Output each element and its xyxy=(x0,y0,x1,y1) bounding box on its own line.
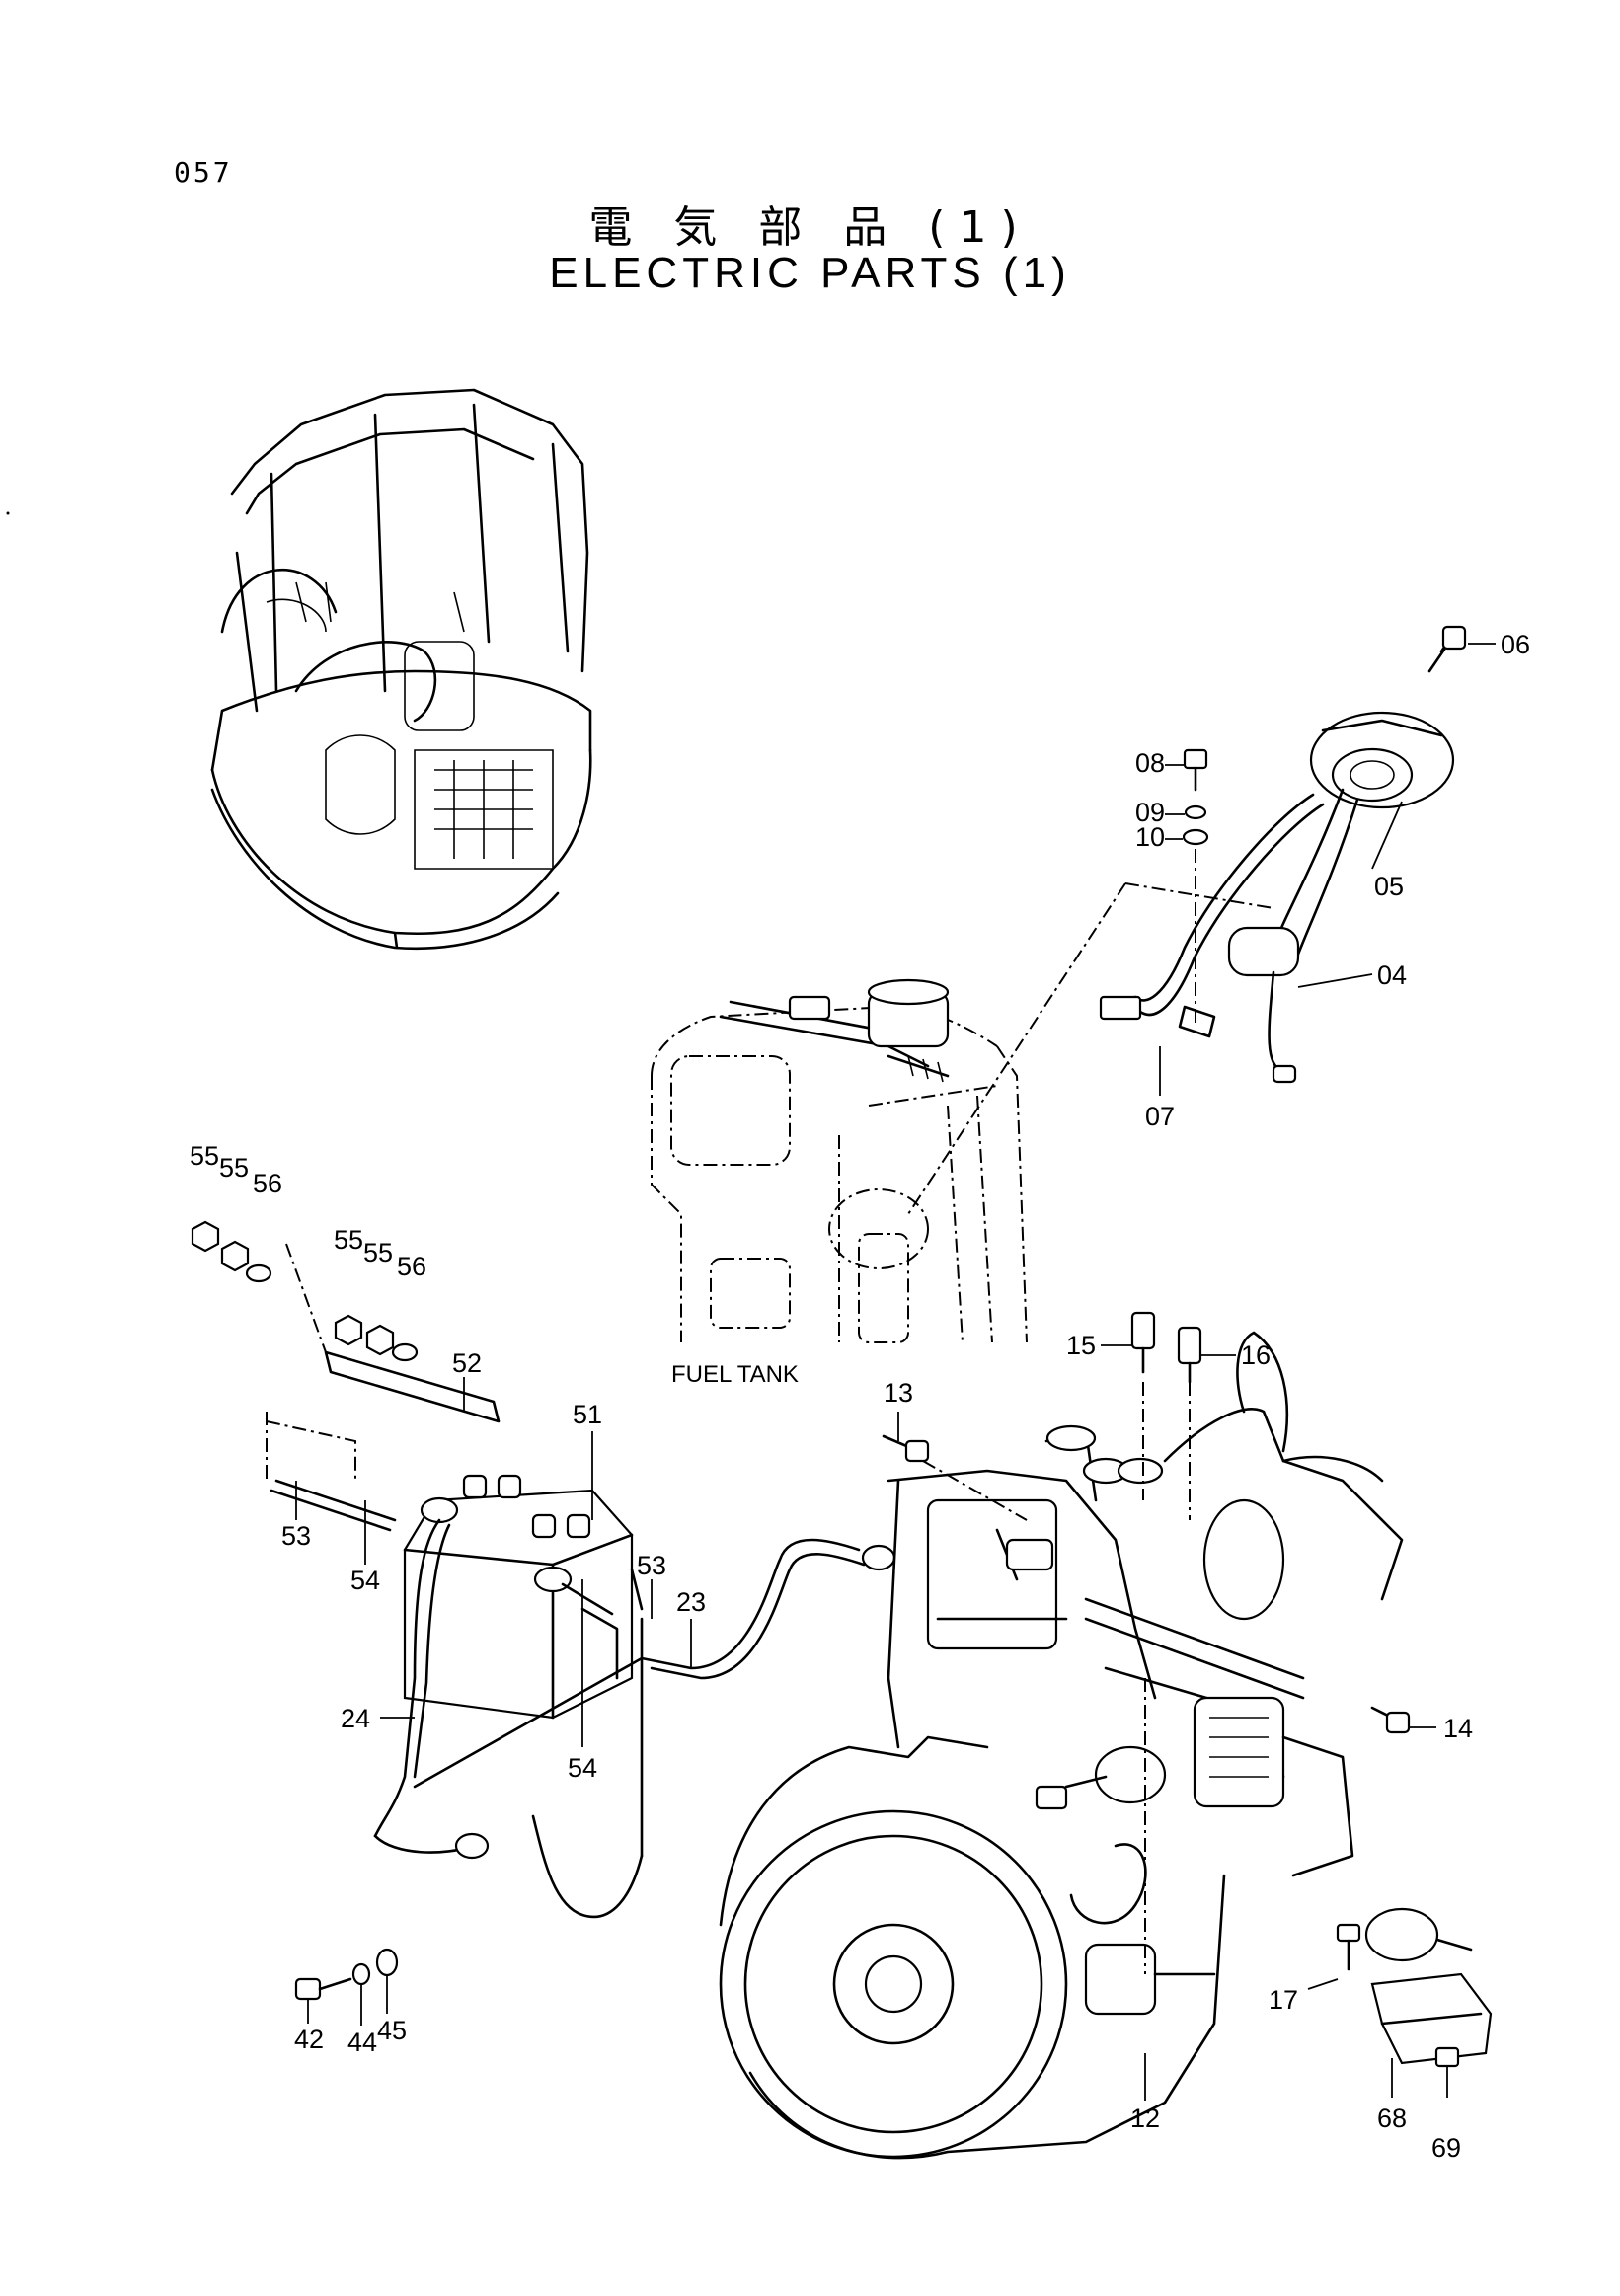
callout-52: 52 xyxy=(452,1348,482,1378)
title-japanese: 電 気 部 品 (1) xyxy=(588,202,1032,253)
callout-51: 51 xyxy=(573,1400,602,1429)
callout-12: 12 xyxy=(1130,2104,1160,2133)
callout-16: 16 xyxy=(1241,1340,1271,1370)
callout-56-b: 56 xyxy=(397,1252,426,1281)
callout-55-d: 55 xyxy=(363,1238,393,1267)
fuel-sender-illustration xyxy=(907,625,1467,1215)
callout-53-left: 53 xyxy=(281,1521,311,1551)
callout-42: 42 xyxy=(294,2025,324,2054)
callout-23: 23 xyxy=(676,1587,706,1617)
callout-56-a: 56 xyxy=(253,1169,282,1198)
callout-55-b: 55 xyxy=(219,1153,249,1183)
callout-45: 45 xyxy=(377,2016,407,2045)
callout-labels: 06 08 09 10 05 04 07 15 16 13 14 12 17 6… xyxy=(190,630,1530,2163)
excavator-overview-illustration xyxy=(210,388,592,950)
callout-55-c: 55 xyxy=(334,1225,363,1255)
callout-07: 07 xyxy=(1145,1102,1175,1131)
callout-44: 44 xyxy=(347,2028,377,2057)
callout-09: 09 xyxy=(1135,798,1165,827)
callout-53-right: 53 xyxy=(637,1551,666,1580)
page-number: 057 xyxy=(174,156,233,189)
title-english: ELECTRIC PARTS (1) xyxy=(549,249,1071,297)
engine-illustration xyxy=(719,1311,1493,2160)
callout-10: 10 xyxy=(1135,822,1165,852)
callout-04: 04 xyxy=(1377,960,1407,990)
fuel-tank-illustration xyxy=(651,978,1028,1343)
callout-06: 06 xyxy=(1501,630,1530,659)
callout-17: 17 xyxy=(1269,1985,1298,2015)
callout-54-left: 54 xyxy=(350,1566,380,1595)
callout-08: 08 xyxy=(1135,748,1165,778)
battery-illustration xyxy=(191,1220,896,2001)
callout-69: 69 xyxy=(1431,2133,1461,2163)
callout-55-a: 55 xyxy=(190,1141,219,1171)
callout-15: 15 xyxy=(1066,1331,1096,1360)
callout-68: 68 xyxy=(1377,2104,1407,2133)
callout-13: 13 xyxy=(884,1378,913,1408)
callout-24: 24 xyxy=(341,1704,370,1733)
callout-05: 05 xyxy=(1374,872,1404,901)
callout-54-right: 54 xyxy=(568,1753,597,1783)
scan-speck xyxy=(6,511,10,515)
leader-lines xyxy=(295,643,1496,2101)
callout-14: 14 xyxy=(1443,1714,1473,1743)
fuel-tank-caption: FUEL TANK xyxy=(671,1361,799,1388)
